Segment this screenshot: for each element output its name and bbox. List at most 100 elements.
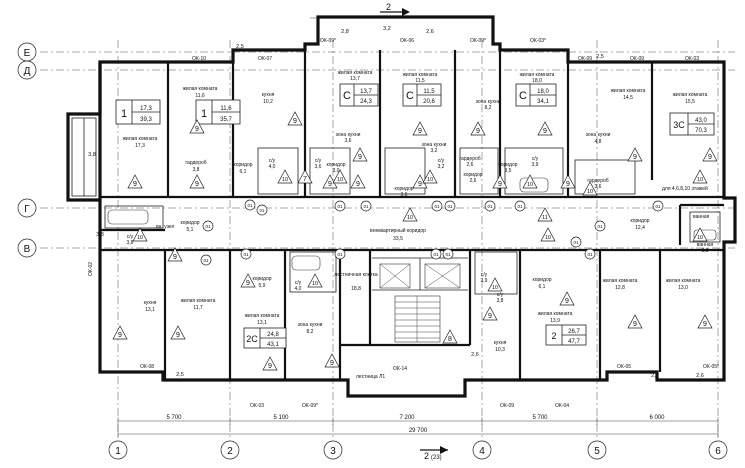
apartment-tag: 1 17,3 39,3 [115,99,161,125]
axis-4-label: 4 [479,446,485,457]
room-number-label: 9 [488,313,492,320]
room-name: коридор [630,218,649,224]
apartment-total-area: 24,3 [360,99,372,105]
room-number-label: 10 [587,189,593,195]
apartment-living-area: 11,5 [423,89,435,95]
window-label: ОК-05* [703,364,719,370]
door-marker-label: 01 [517,204,523,209]
room-number-marker: 10 [402,207,418,222]
room-area: 3,6 [595,184,602,190]
apartment-type: 3С [673,120,685,130]
room-name: кухня [262,92,275,98]
apartment-total-area: 34,1 [537,99,549,105]
door-marker: 01 [442,248,454,260]
room-number-label: 9 [330,360,334,367]
room-number-marker: 9 [702,147,718,162]
room-area: 3,9 [532,162,539,168]
room-number-label: 9 [176,332,180,339]
bathtub-mid [291,255,321,271]
apartment-tag: 2 26,7 47,7 [545,324,587,346]
axis-2-bubble [220,440,240,460]
axis-g-bubble [17,198,37,218]
dim-left-1: 3,8 [88,152,96,158]
room-number-label: 10 [337,177,343,183]
room-area: 3,8 [497,298,504,304]
room-number-label: 9 [195,126,199,133]
room-number-label: 11 [542,215,548,221]
section-marks: 2 2 (23) [380,2,448,461]
window-label: ОК-03 [250,403,264,409]
door-marker-label: 01 [445,252,451,257]
room-name: коридор [394,186,413,192]
apartment-total-area: 43,1 [267,342,279,348]
room-number-label: 10 [697,235,703,241]
room-name: жилая комната [611,88,646,94]
room-name: зона кухни [336,132,361,138]
room-name: гардероб [185,160,206,166]
apartment-type: 2 [551,331,556,341]
room-area: 6,1 [539,284,546,290]
room-number-marker: 9 [189,174,205,189]
room-area: 13,1 [145,307,155,313]
window-label: ОК-04 [555,403,569,409]
room-area: 17,3 [135,143,145,149]
room-number-label: 9 [268,363,272,370]
room-number-label: 9 [246,280,250,287]
room-number-label: 7 [303,176,307,183]
room-area: 13,1 [257,320,267,326]
room-area: 6,1 [240,169,247,175]
apartment-tags: 1 17,3 39,3 1 11,6 35,7 С 13,7 24,3 С 11… [115,83,715,349]
room-area: 18,0 [532,78,542,84]
room-number-marker: 9 [287,111,303,126]
apartment-living-area: 43,0 [695,118,707,124]
staircase [394,295,441,343]
door-marker-label: 01 [487,204,493,209]
window-label: ОК-10 [192,56,206,62]
apartment-tag: С 18,0 34,1 [515,83,557,107]
dim-span-5: 6 000 [649,415,665,421]
axis-d-label: Д [24,66,31,77]
apartment-total-area: 35,7 [220,117,232,123]
room-area: 4,0 [295,286,302,292]
interior-walls [100,50,724,380]
dim-span-4: 5 700 [532,415,548,421]
room-area: 13,0 [678,285,688,291]
room-name: с/у [481,272,488,278]
dimension-lines: 5 700 5 100 7 200 5 700 6 000 29 700 2,8… [88,17,719,438]
door-marker-label: 01 [587,252,593,257]
room-name: с/у [295,280,302,286]
apartment-type: С [519,90,527,102]
door-marker: 01 [431,200,443,212]
dim-bot-1: 2,5 [176,372,184,378]
room-name: жилая комната [123,136,158,142]
window-label: ОК-09* [302,403,318,409]
room-number-marker: 9 [482,306,498,321]
window-label: ОК-02 [88,262,94,276]
room-area: 5,1 [187,227,194,233]
lift-shafts [379,263,461,289]
axis-5-label: 5 [594,446,600,457]
room-name: с/у [497,292,504,298]
dim-top-1: 2,8 [341,29,349,35]
room-number-label: 8 [448,336,452,343]
apartment-tag: 2С 24,8 43,1 [243,327,287,349]
room-name: гардероб [459,156,480,162]
apartment-total-area: 47,7 [568,339,580,345]
room-area: 3,6 [345,138,352,144]
room-number-marker: 9 [412,121,428,136]
axis-3-bubble [323,440,343,460]
room-name: с/у [269,158,276,164]
door-marker: 01 [202,220,214,232]
apartment-type: С [343,90,351,102]
room-area: 11,5 [415,78,425,84]
room-number-label: 9 [356,181,360,188]
room-name: жилая комната [338,70,373,76]
room-number-marker: 10 [582,181,598,196]
window-label: ОК-08 [140,364,154,370]
floors-note: для 4,6,8,10 этажей [662,185,708,192]
door-marker: 01 [334,248,346,260]
room-number-label: 10 [137,235,143,241]
door-marker-label: 01 [573,240,579,245]
room-name: коридор [252,276,271,282]
